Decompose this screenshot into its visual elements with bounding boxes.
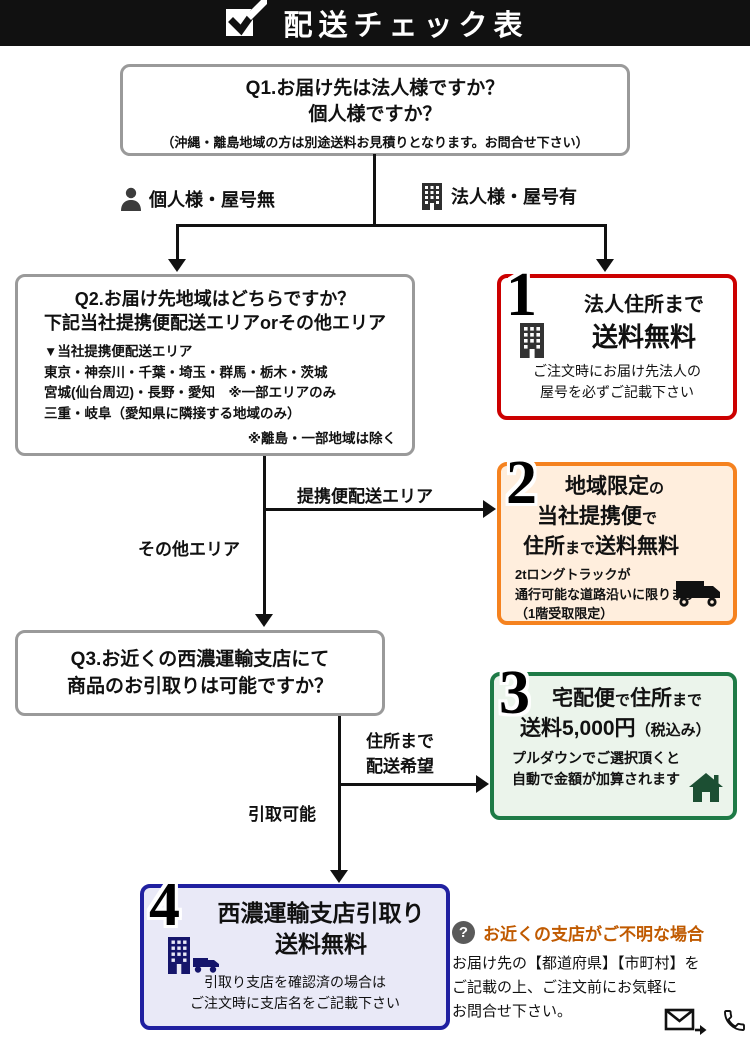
branch-personal: 個人様・屋号無 <box>120 186 275 212</box>
truck-icon <box>675 578 723 613</box>
edge-label-to-address1: 住所まで <box>366 732 434 751</box>
q2-line1: Q2.お届け先地域はどちらですか？ <box>74 289 356 309</box>
result-1-note1: ご注文時にお届け先法人の <box>533 362 701 379</box>
connector-q2-stem <box>263 456 266 616</box>
result-3-title2a: 送料5,000円 <box>520 717 636 740</box>
mail-icon <box>664 1006 708 1036</box>
result-3-note2: 自動で金額が加算されます <box>512 771 680 787</box>
question-2-box: Q2.お届け先地域はどちらですか？ 下記当社提携便配送エリアorその他エリア ▼… <box>15 274 415 456</box>
arrow-to-q2 <box>168 259 186 272</box>
building-icon <box>420 182 444 210</box>
connector-split-bar <box>176 224 607 227</box>
result-4-note2: ご注文時に支店名をご記載下さい <box>190 995 400 1012</box>
q3-line1: Q3.お近くの西濃運輸支店にて <box>70 649 330 670</box>
branch-personal-label: 個人様・屋号無 <box>149 190 275 210</box>
edge-label-to-address2: 配送希望 <box>366 757 434 776</box>
help-title: お近くの支店がご不明な場合 <box>483 925 704 944</box>
result-2-note2: 通行可能な道路沿いに限ります <box>515 586 698 602</box>
branch-corporate-label: 法人様・屋号有 <box>451 187 577 207</box>
q2-area-line2: 宮城(仙台周辺)・長野・愛知 ※一部エリアのみ <box>44 385 337 401</box>
question-mark-icon: ? <box>452 921 475 944</box>
result-3-title1a: 宅配便 <box>552 687 615 710</box>
help-body-line1: お届け先の【都道府県】【市町村】を <box>452 955 700 972</box>
result-2-title3c: 送料無料 <box>595 535 680 558</box>
result-2-number: 2 <box>506 449 537 517</box>
page-title: 配送チェック表 <box>283 10 529 42</box>
result-4-note1: 引取り支店を確認済の場合は <box>204 973 386 990</box>
q2-area-header: ▼当社提携便配送エリア <box>44 343 193 359</box>
q2-line2: 下記当社提携便配送エリアorその他エリア <box>44 313 386 334</box>
header-bar: 配送チェック表 <box>0 0 750 46</box>
result-2-title1a: 地域限定 <box>565 475 649 498</box>
house-icon <box>689 772 723 808</box>
result-3-number: 3 <box>499 659 530 727</box>
q1-line2: 個人様ですか？ <box>308 103 442 125</box>
result-3-title2b: （税込み） <box>635 722 711 739</box>
q3-line2: 商品のお引取りは可能ですか？ <box>66 675 333 697</box>
result-4-title1: 西濃運輸支店引取り <box>217 900 425 926</box>
result-3-title1c: 住所 <box>630 687 673 710</box>
person-icon <box>120 187 142 212</box>
result-1-number: 1 <box>506 261 537 329</box>
depot-building-truck-icon <box>166 936 222 979</box>
q1-line1: Q1.お届け先は法人様ですか？ <box>245 78 505 99</box>
result-4-box: 4 西濃運輸支店引取り 送料無料 引取り支店を確認 <box>140 874 450 1030</box>
result-2-title2a: 当社提携便 <box>537 505 642 528</box>
edge-label-other-area: その他エリア <box>138 540 240 559</box>
arrow-to-result3 <box>476 775 489 793</box>
help-block: ? お近くの支店がご不明な場合 お届け先の【都道府県】【市町村】を ご記載の上、… <box>452 920 748 1046</box>
result-3-note1: プルダウンでご選択頂くと <box>512 750 680 766</box>
arrow-to-q3 <box>255 614 273 627</box>
arrow-to-result2 <box>483 500 496 518</box>
connector-takuhai-branch <box>338 783 478 786</box>
q2-area-line3: 三重・岐阜（愛知県に隣接する地域のみ） <box>44 406 301 422</box>
result-4-number: 4 <box>149 871 180 939</box>
question-1-box: Q1.お届け先は法人様ですか？ 個人様ですか？ （沖縄・離島地域の方は別途送料お… <box>120 64 630 156</box>
result-3-title1d: まで <box>672 692 703 709</box>
connector-left-stub <box>176 224 179 260</box>
help-body-line2: ご記載の上、ご注文前にお気軽に <box>452 979 678 996</box>
arrow-to-result1 <box>596 259 614 272</box>
q1-note: （沖縄・離島地域の方は別途送料お見積りとなります。お問合せ下さい） <box>161 135 589 151</box>
office-building-icon <box>517 322 547 363</box>
branch-corporate: 法人様・屋号有 <box>420 182 577 210</box>
result-1-note2: 屋号を必ずご記載下さい <box>540 384 694 401</box>
help-body-line3: お問合せ下さい。 <box>452 1003 573 1020</box>
q2-area-note: ※離島・一部地域は除く <box>247 431 396 447</box>
result-1-title1: 法人住所まで <box>584 294 704 316</box>
result-1-box: 1 法人住所まで 送料無料 ご注文時にお届け先法人の 屋号を必ずご記載下さい <box>497 264 737 420</box>
result-2-title3b: まで <box>565 540 596 557</box>
result-2-title2b: で <box>642 510 658 527</box>
result-3-box: 3 宅配便で住所まで 送料5,000円（税込み） プルダウンでご選択頂くと 自動… <box>490 662 737 820</box>
connector-q3-stem <box>338 716 341 872</box>
connector-q1-stem <box>373 154 376 226</box>
q2-area-line1: 東京・神奈川・千葉・埼玉・群馬・栃木・茨城 <box>44 364 328 380</box>
result-2-title1b: の <box>649 480 665 497</box>
checklist-icon <box>221 0 270 47</box>
edge-label-teikei: 提携便配送エリア <box>297 487 433 506</box>
connector-right-stub <box>604 224 607 260</box>
result-2-title3a: 住所 <box>523 535 565 558</box>
connector-teikei-branch <box>263 508 485 511</box>
result-2-box: 2 地域限定の 当社提携便で 住所まで送料無料 2tロングトラックが 通行可能な… <box>497 452 737 625</box>
result-2-note1: 2tロングトラックが <box>515 567 631 582</box>
phone-icon <box>722 1008 746 1034</box>
result-1-title2: 送料無料 <box>591 322 696 352</box>
arrow-to-result4 <box>330 870 348 883</box>
result-4-title2: 送料無料 <box>275 931 367 958</box>
question-3-box: Q3.お近くの西濃運輸支店にて 商品のお引取りは可能ですか？ <box>15 630 385 716</box>
result-3-title1b: で <box>615 692 631 709</box>
edge-label-pickup-ok: 引取可能 <box>248 805 316 824</box>
result-2-note3: （1階受取限定） <box>515 606 614 621</box>
